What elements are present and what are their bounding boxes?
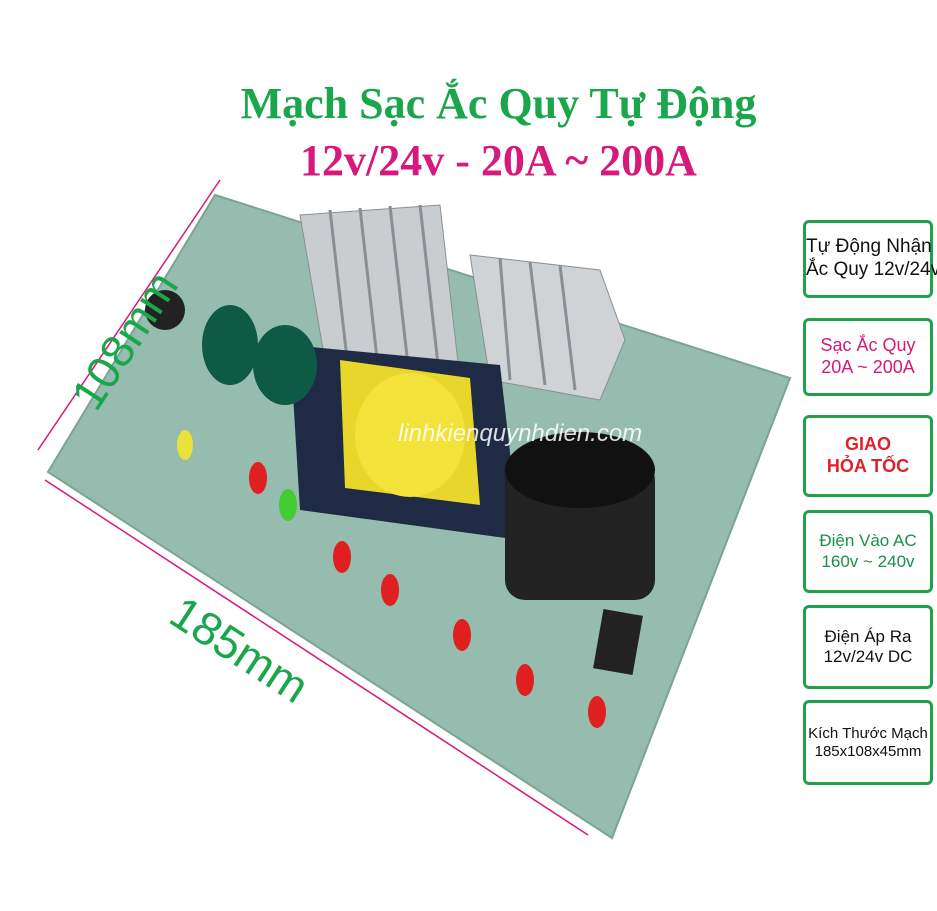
feature-box-charge-current: Sạc Ắc Quy 20A ~ 200A	[803, 318, 933, 396]
feature-box-output-voltage: Điện Áp Ra 12v/24v DC	[803, 605, 933, 689]
feature-text: Kích Thước Mạch	[808, 724, 928, 742]
feature-text: GIAO	[844, 434, 891, 455]
feature-box-input-voltage: Điện Vào AC 160v ~ 240v	[803, 510, 933, 593]
feature-box-auto-detect: Tự Động Nhận Ắc Quy 12v/24v	[803, 220, 937, 298]
feature-text: 185x108x45mm	[814, 742, 922, 760]
watermark: linhkienquynhdien.com	[398, 420, 643, 447]
feature-text: Ắc Quy 12v/24v	[806, 259, 937, 280]
big-capacitor	[505, 432, 655, 600]
feature-text: Điện Vào AC	[819, 531, 917, 551]
transformer	[290, 345, 520, 540]
feature-text: 20A ~ 200A	[821, 357, 915, 377]
feature-box-express-delivery: GIAO HỎA TỐC	[803, 415, 933, 497]
leds	[177, 430, 606, 728]
feature-text: Sạc Ắc Quy	[820, 335, 916, 356]
feature-text: 12v/24v DC	[823, 647, 913, 666]
dimension-line-length	[44, 479, 589, 836]
dimension-line-width	[37, 179, 221, 451]
title-line-2: 12v/24v - 20A ~ 200A	[300, 136, 697, 185]
heatsink-right	[469, 254, 626, 401]
title-line-1: Mạch Sạc Ắc Quy Tự Động	[240, 79, 757, 128]
small-capacitors	[145, 290, 317, 405]
feature-text: Điện Áp Ra	[824, 626, 912, 646]
feature-text: Tự Động Nhận	[806, 236, 932, 258]
feature-text: 160v ~ 240v	[821, 551, 915, 571]
heatsink-left	[299, 204, 461, 391]
relay	[593, 608, 643, 676]
feature-text: HỎA TỐC	[826, 456, 910, 476]
feature-box-board-size: Kích Thước Mạch 185x108x45mm	[803, 700, 933, 785]
